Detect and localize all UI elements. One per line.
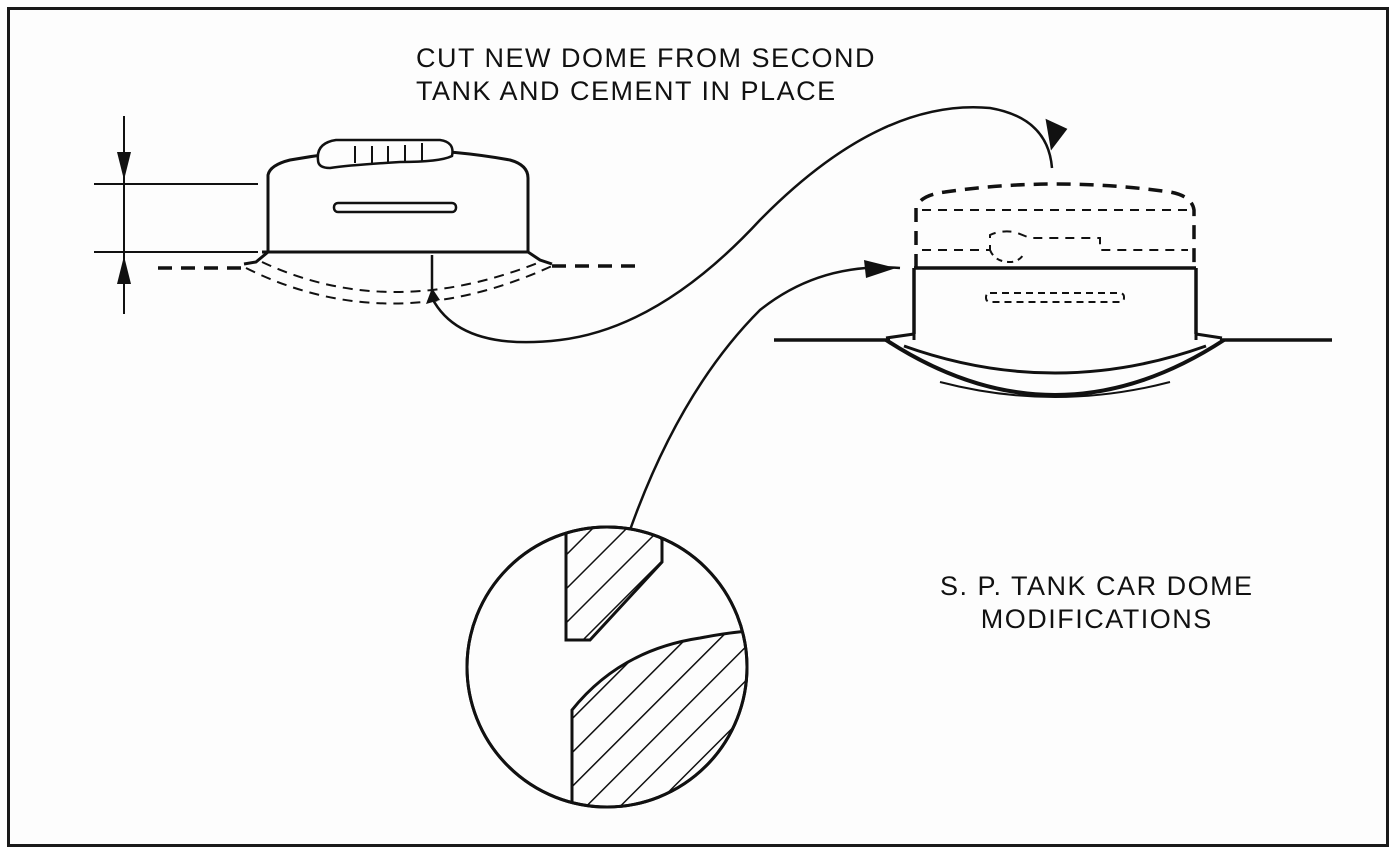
arrow-head-left-icon xyxy=(426,288,440,304)
new-dome-hatch-dashed xyxy=(922,230,1188,251)
curved-arrows xyxy=(426,106,1068,531)
original-dome xyxy=(94,116,640,314)
arrow-down-icon xyxy=(117,152,131,180)
arrow-detail-joint xyxy=(628,266,901,531)
modified-dome xyxy=(774,182,1332,398)
new-dome-outline xyxy=(914,182,1196,268)
dome-slot xyxy=(332,201,458,214)
detail-upper-section xyxy=(564,527,664,642)
modified-dome-bowl-inner xyxy=(903,344,1207,375)
dome-body xyxy=(266,148,530,254)
joint-detail-circle xyxy=(465,525,749,809)
dome-bottom-curve-outer xyxy=(245,265,553,305)
dome-hatch xyxy=(316,138,454,170)
instruction-caption: CUT NEW DOME FROM SECOND TANK AND CEMENT… xyxy=(416,42,876,108)
arrow-transfer-dome xyxy=(430,106,1054,344)
arrow-head-transfer-icon xyxy=(1045,118,1068,151)
modified-dome-bowl-outer xyxy=(884,338,1226,397)
instruction-line-2: TANK AND CEMENT IN PLACE xyxy=(416,76,837,106)
instruction-line-1: CUT NEW DOME FROM SECOND xyxy=(416,43,876,73)
figure-title-line-1: S. P. TANK CAR DOME xyxy=(940,571,1254,601)
arrow-up-icon xyxy=(117,256,131,284)
figure-title-line-2: MODIFICATIONS xyxy=(980,604,1213,634)
dome-bottom-curve-inner xyxy=(261,261,541,293)
arrow-head-joint-icon xyxy=(864,260,896,278)
figure-title: S. P. TANK CAR DOME MODIFICATIONS xyxy=(940,570,1254,636)
modified-dome-slot xyxy=(985,292,1125,303)
